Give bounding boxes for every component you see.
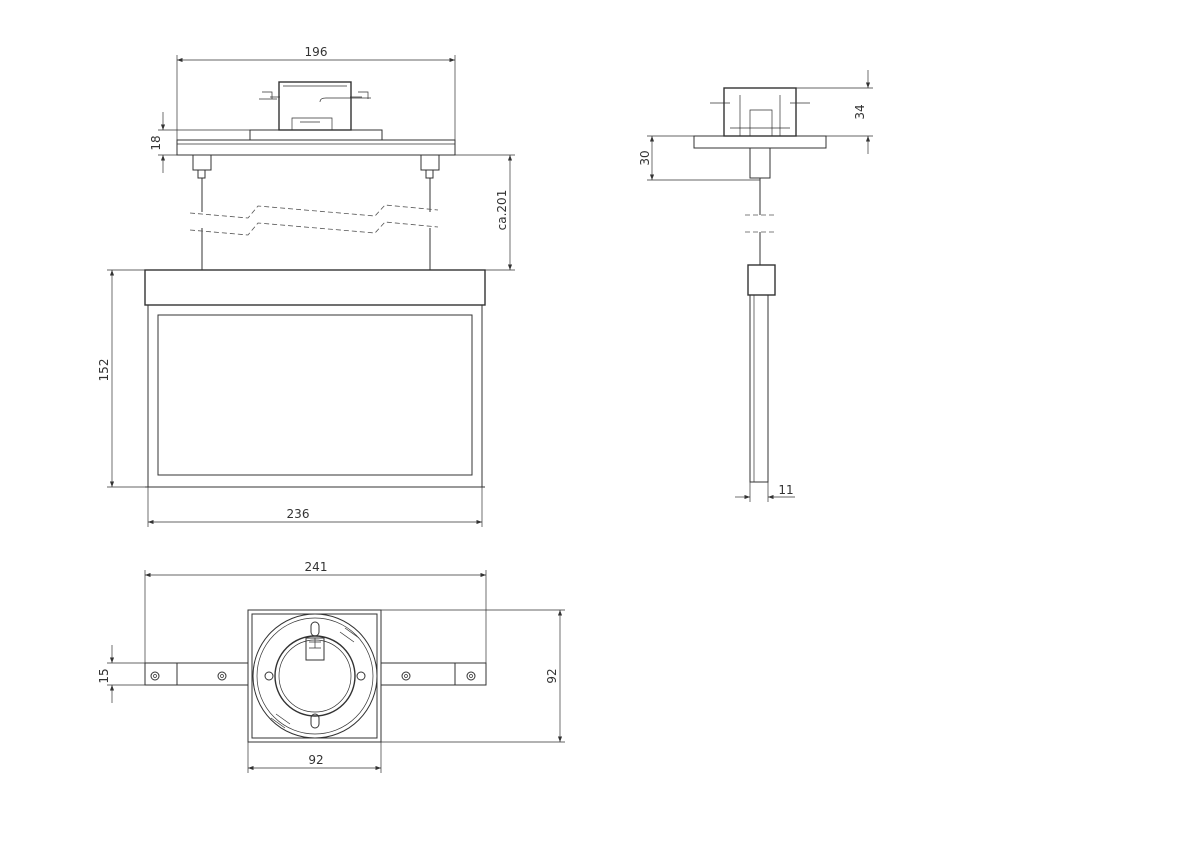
dimension-11: 11 <box>735 482 795 502</box>
dimension-34: 34 <box>796 70 873 154</box>
dim-sign-height: 152 <box>97 359 111 382</box>
suspension-rods <box>185 154 445 270</box>
dim-box-height-92: 92 <box>545 668 559 683</box>
mounting-holes <box>150 671 476 681</box>
dimension-18: 18 <box>149 112 250 173</box>
dimension-241: 241 <box>144 560 487 663</box>
dim-bar-length: 241 <box>305 560 328 574</box>
dimension-92-vertical: 92 <box>381 609 565 743</box>
dimension-196: 196 <box>176 45 456 140</box>
ceiling-mount <box>176 81 456 156</box>
dim-connector-height: 30 <box>638 150 652 165</box>
dimension-30: 30 <box>638 135 760 181</box>
dim-box-width-92: 92 <box>308 753 323 767</box>
dimension-15: 15 <box>97 645 145 703</box>
dim-box-height: 34 <box>853 104 867 119</box>
dim-suspension-length: ca.201 <box>495 190 509 231</box>
dim-mount-height: 18 <box>149 135 163 150</box>
dim-bar-height: 15 <box>97 668 111 683</box>
dimension-ca201: ca.201 <box>455 154 515 271</box>
dimension-92-horizontal: 92 <box>247 742 382 773</box>
side-view: 34 30 11 <box>638 70 873 502</box>
sign-body <box>144 269 486 488</box>
front-view: 196 18 ca.201 152 236 <box>97 45 515 527</box>
dim-sign-thickness: 11 <box>778 483 793 497</box>
bottom-view: 241 15 92 92 <box>97 560 565 773</box>
round-mounting-plate <box>252 613 378 739</box>
dimension-152: 152 <box>97 269 145 488</box>
dimension-236: 236 <box>147 487 483 527</box>
dim-mount-width: 196 <box>305 45 328 59</box>
dim-sign-width: 236 <box>287 507 310 521</box>
